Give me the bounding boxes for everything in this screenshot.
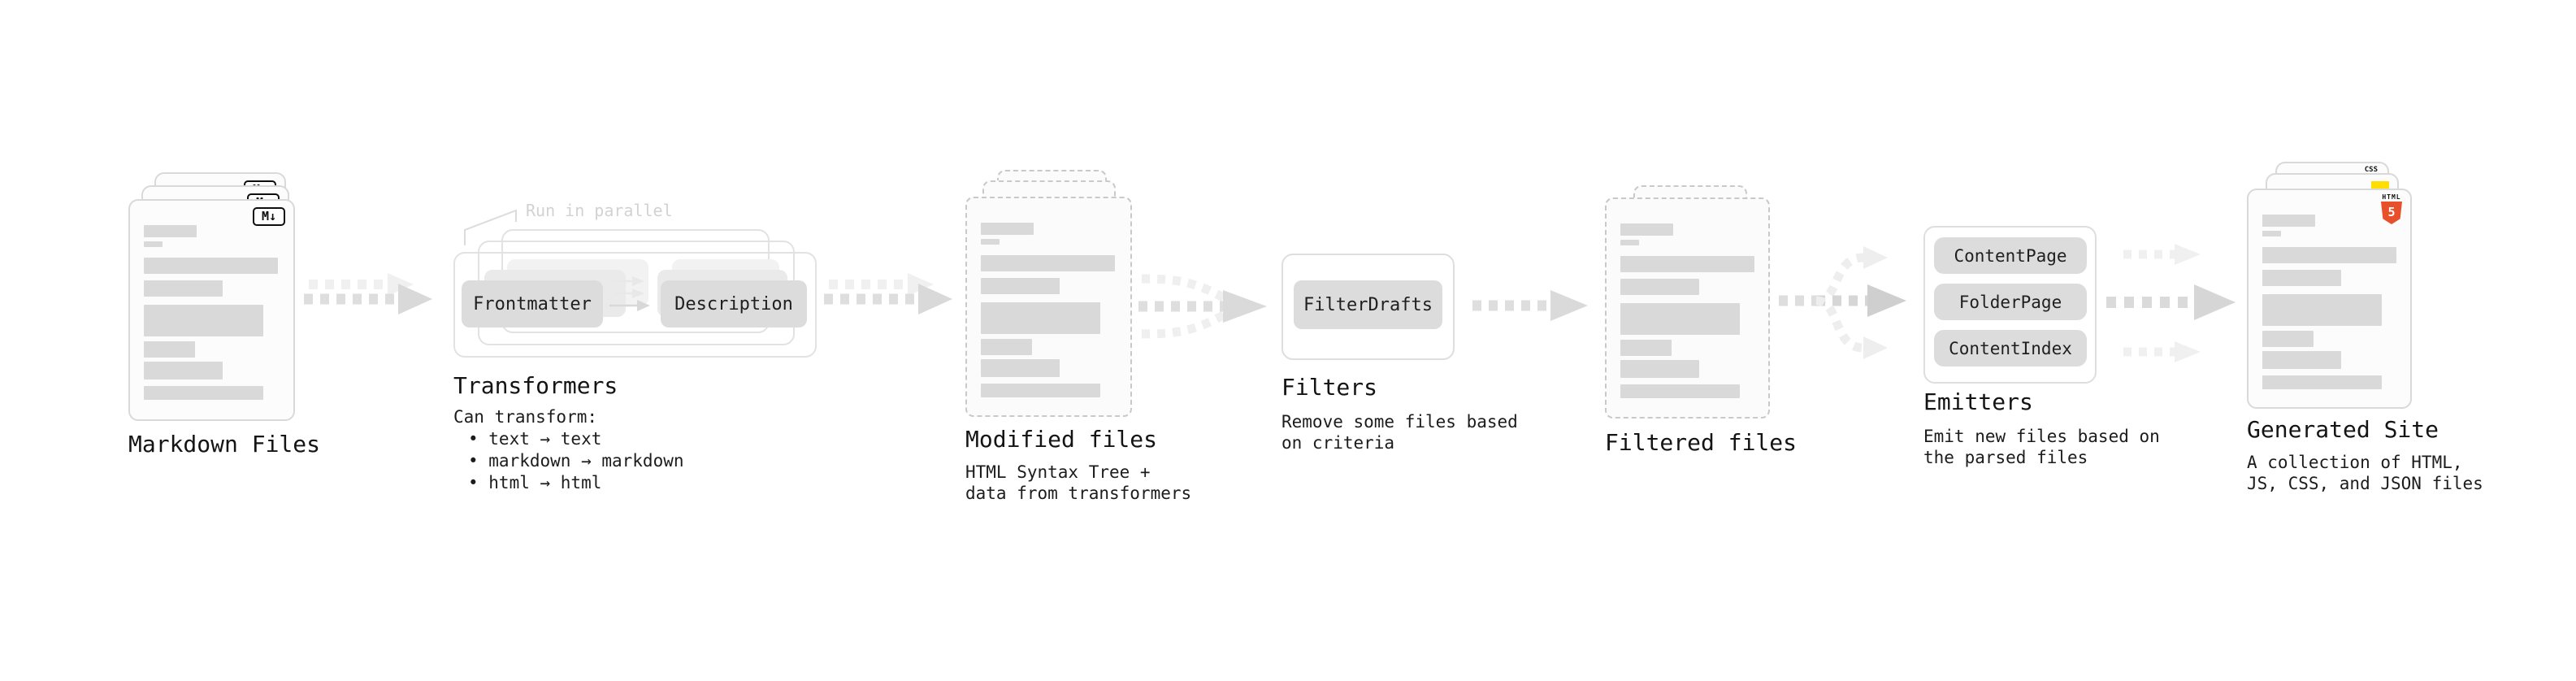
filter-chip-filterdrafts: FilterDrafts <box>1294 280 1442 329</box>
html5-number: 5 <box>2387 204 2396 219</box>
stage-label-transformers: Transformers <box>453 372 618 399</box>
doc-content-line <box>144 386 263 400</box>
doc-content-line <box>1620 279 1699 295</box>
html5-word: HTML <box>2382 193 2401 201</box>
stage-desc-generated-site: A collection of HTML, JS, CSS, and JSON … <box>2247 452 2483 494</box>
desc-line: Can transform: <box>453 407 598 427</box>
doc-content-line <box>1620 384 1740 398</box>
doc-content-line <box>1620 256 1754 272</box>
doc-content-line <box>144 241 163 247</box>
stage-desc-emitters: Emit new files based on the parsed files <box>1923 426 2160 468</box>
doc-content-line <box>2262 247 2396 263</box>
transformer-chip-description: Description <box>661 280 807 327</box>
desc-line: Emit new files based on <box>1923 427 2160 446</box>
doc-content <box>2262 190 2396 389</box>
emitter-chip-contentindex: ContentIndex <box>1934 330 2087 367</box>
markdown-icon: M↓ <box>253 207 285 226</box>
dashed-arrow-icon <box>1472 290 1588 321</box>
doc-content-line <box>144 305 263 336</box>
transformer-box-front <box>453 252 817 358</box>
generated-sheet-html: HTML 5 <box>2247 189 2412 409</box>
emitter-chip-contentpage: ContentPage <box>1934 237 2087 274</box>
doc-content-line <box>2262 375 2382 389</box>
callout-line-icon <box>464 209 517 245</box>
desc-line: the parsed files <box>1923 448 2088 467</box>
stage-desc-modified-files: HTML Syntax Tree + data from transformer… <box>965 462 1191 504</box>
doc-content-line <box>1620 223 1673 236</box>
doc-content <box>144 201 278 400</box>
doc-content-line <box>2262 270 2341 286</box>
run-in-parallel-note: Run in parallel <box>526 201 673 220</box>
html5-icon: HTML 5 <box>2381 193 2402 224</box>
doc-content-line <box>1620 303 1740 335</box>
doc-content-line <box>2262 294 2382 326</box>
dashed-arrow-icon <box>304 273 432 314</box>
doc-content-line <box>2262 215 2315 227</box>
transformer-chip-frontmatter: Frontmatter <box>462 280 603 327</box>
stage-desc-transformers: Can transform: • text → text • markdown … <box>453 406 684 494</box>
js-badge-icon <box>2371 181 2389 190</box>
doc-content-line <box>981 255 1115 271</box>
doc-content <box>1620 199 1754 398</box>
doc-content-line <box>144 362 223 380</box>
doc-content-line <box>981 384 1100 397</box>
desc-bullet: • markdown → markdown <box>468 451 684 471</box>
dashed-arrow-icon <box>824 273 952 314</box>
doc-content-line <box>2262 351 2341 369</box>
doc-content-line <box>144 280 223 297</box>
doc-content-line <box>1620 240 1639 245</box>
stage-label-filters: Filters <box>1281 374 1378 401</box>
stage-desc-filters: Remove some files based on criteria <box>1281 411 1518 453</box>
stage-label-modified-files: Modified files <box>965 426 1158 453</box>
desc-line: HTML Syntax Tree + <box>965 462 1151 482</box>
markdown-file-sheet-front: M↓ <box>128 199 295 421</box>
desc-line: JS, CSS, and JSON files <box>2247 474 2483 493</box>
stage-label-filtered-files: Filtered files <box>1605 429 1798 456</box>
emit-arrows-icon <box>2106 244 2236 362</box>
doc-content-line <box>981 302 1100 334</box>
doc-content-line <box>981 339 1032 355</box>
doc-content-line <box>981 278 1060 294</box>
css-badge: CSS <box>2364 166 2378 174</box>
doc-content-line <box>144 341 195 358</box>
desc-bullet: • text → text <box>468 429 602 449</box>
stage-label-generated-site: Generated Site <box>2247 416 2439 443</box>
doc-content-line <box>144 225 197 237</box>
doc-content-line <box>1620 360 1699 378</box>
doc-content-line <box>144 258 278 274</box>
desc-bullet: • html → html <box>468 473 602 492</box>
modified-file-sheet-front <box>965 197 1132 417</box>
doc-content-line <box>981 359 1060 377</box>
doc-content-line <box>2262 231 2281 236</box>
desc-line: data from transformers <box>965 484 1192 503</box>
doc-content-line <box>981 239 1000 245</box>
filtered-file-sheet-front <box>1605 197 1770 419</box>
desc-line: A collection of HTML, <box>2247 453 2463 472</box>
split-arrow-icon <box>1779 246 1906 359</box>
stage-label-markdown-files: Markdown Files <box>128 431 321 458</box>
desc-line: on criteria <box>1281 433 1395 453</box>
doc-content-line <box>981 223 1034 235</box>
merge-arrow-icon <box>1138 274 1267 339</box>
doc-content-line <box>2262 331 2314 347</box>
emitter-chip-folderpage: FolderPage <box>1934 284 2087 320</box>
doc-content <box>981 198 1115 397</box>
desc-line: Remove some files based <box>1281 412 1518 432</box>
parallel-arrows-icon <box>609 276 650 311</box>
doc-content-line <box>1620 340 1672 356</box>
stage-label-emitters: Emitters <box>1923 388 2033 415</box>
